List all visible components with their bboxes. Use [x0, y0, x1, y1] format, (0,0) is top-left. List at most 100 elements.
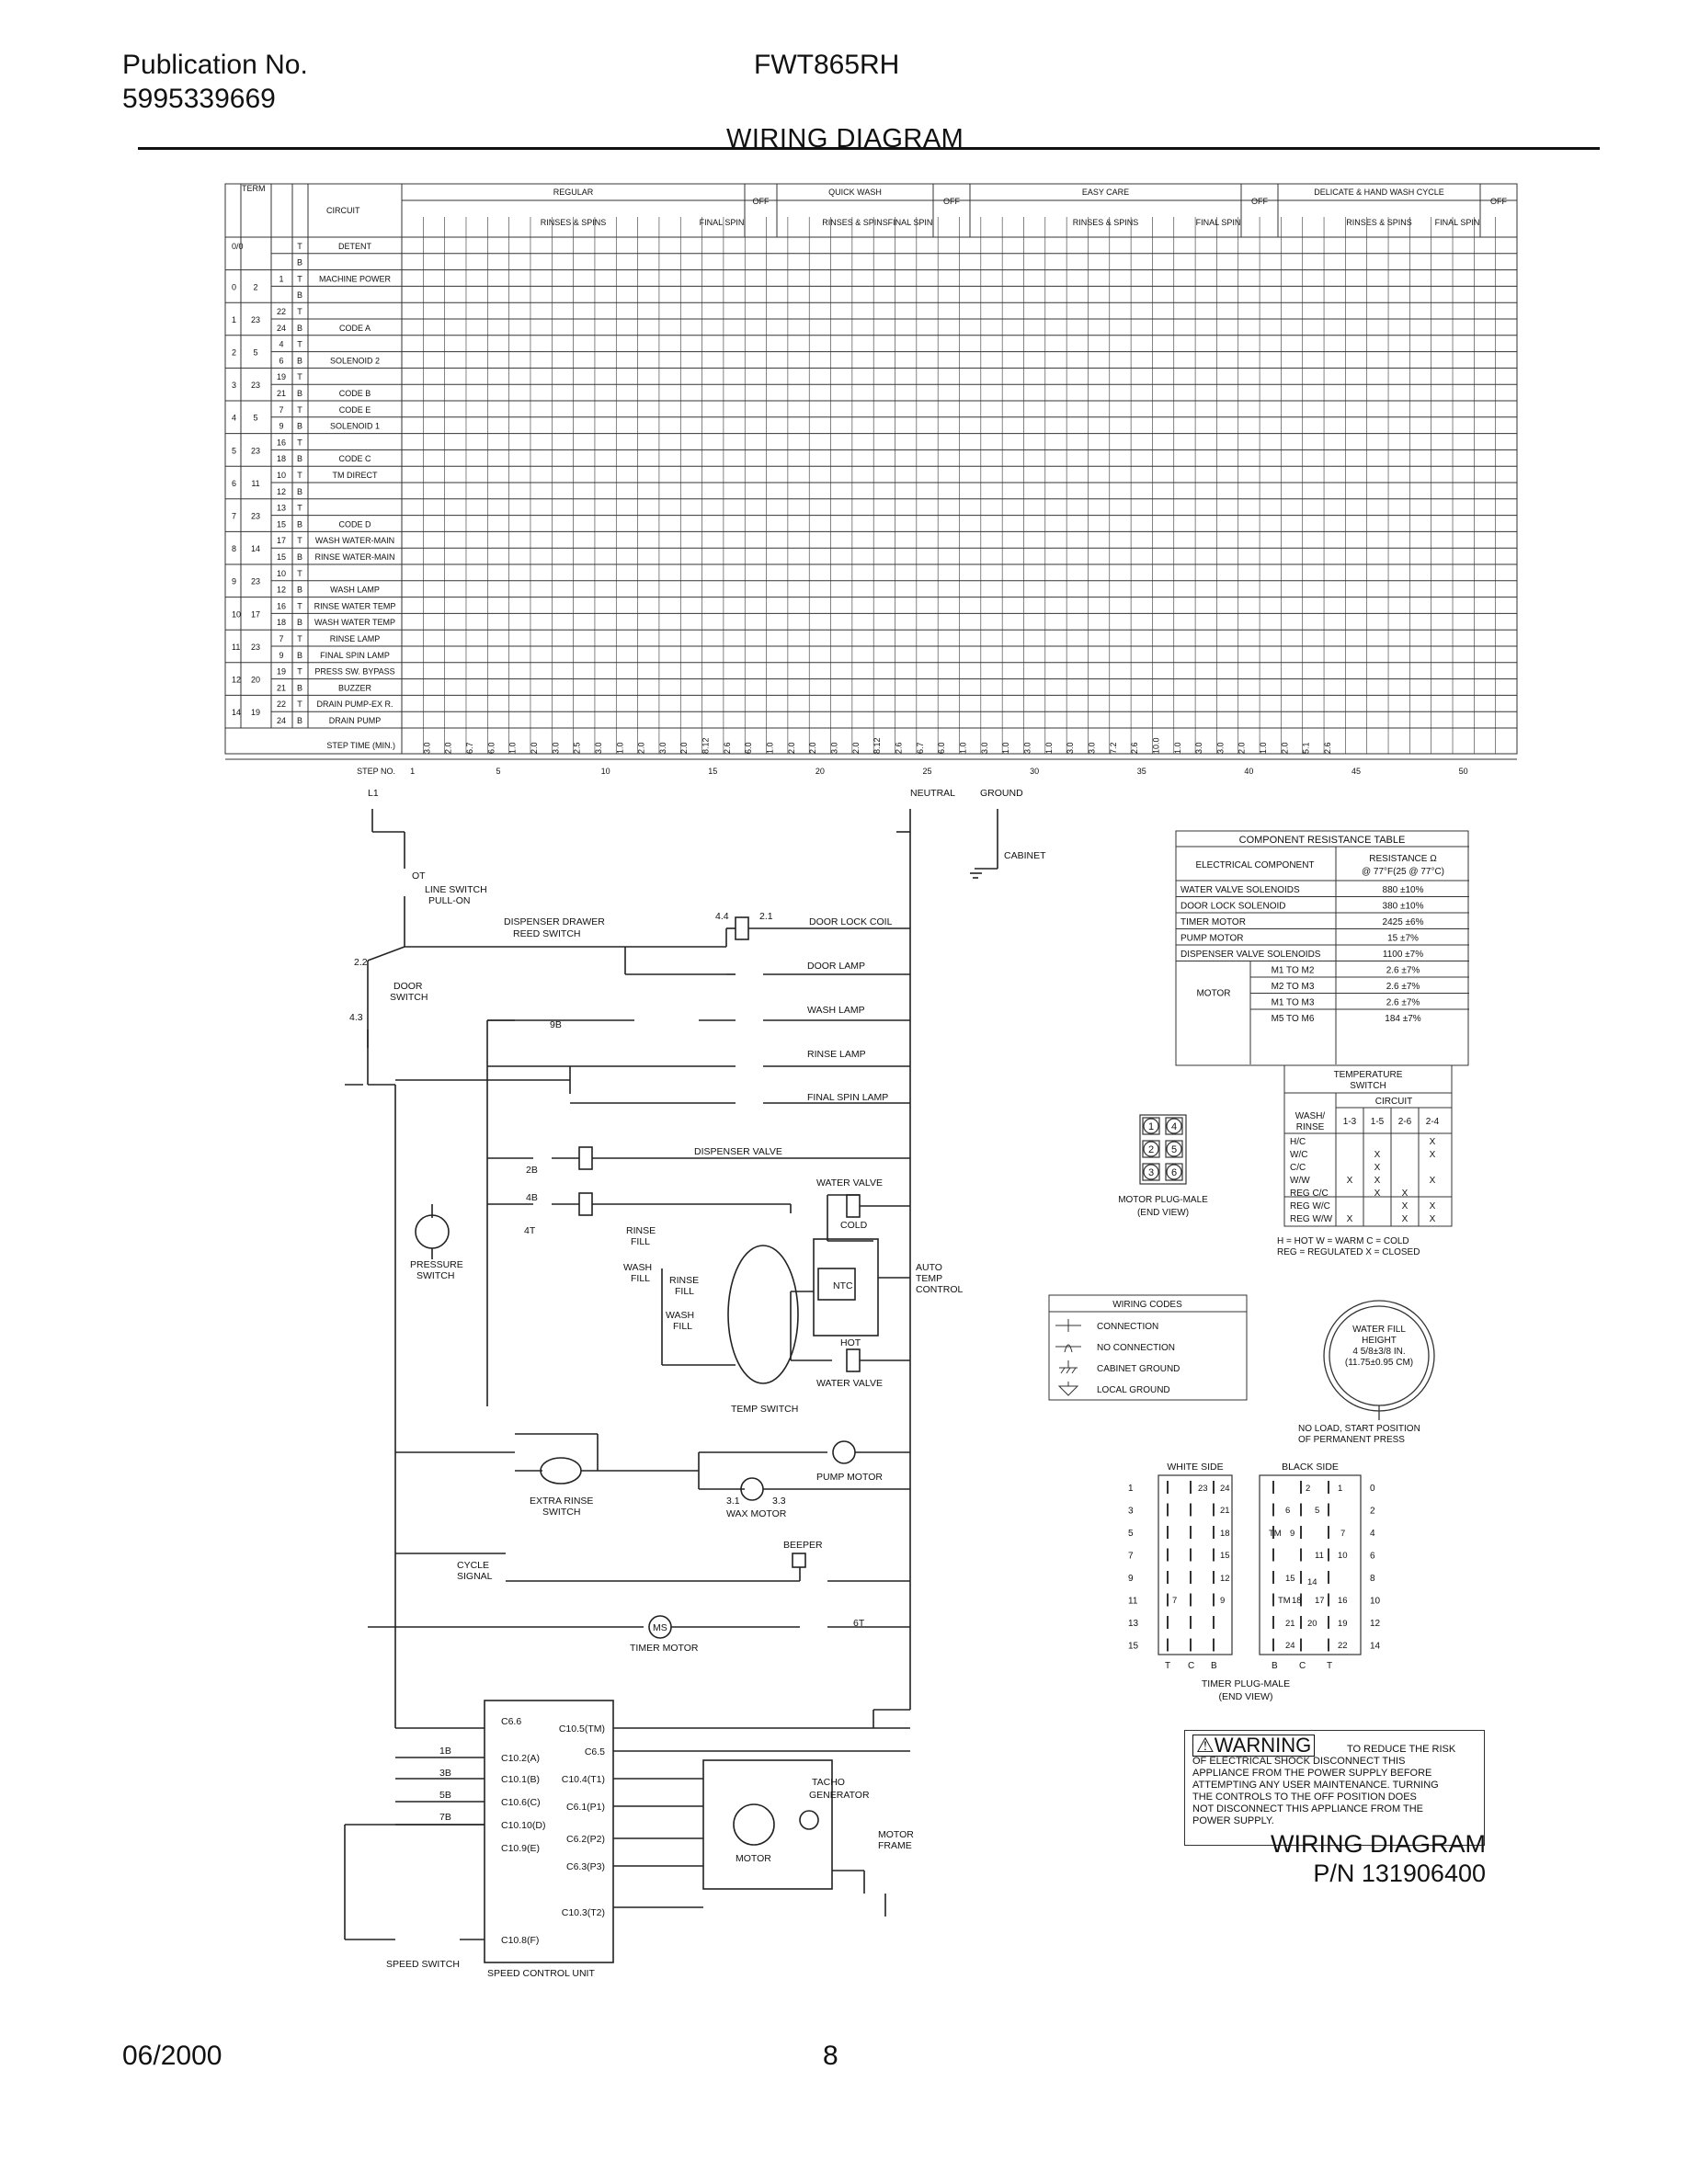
- warning-line: ATTEMPTING ANY USER MAINTENANCE. TURNING: [1192, 1780, 1439, 1791]
- cycle-sub-rinses: RINSES & SPINS: [541, 218, 607, 227]
- row-fixed: 15: [277, 519, 286, 529]
- row-contact: T: [297, 601, 302, 610]
- row-cam: 4: [232, 414, 236, 423]
- scu-right-terminal: C10.5(TM): [559, 1723, 605, 1735]
- cycle-sub-rinses: RINSES & SPINS: [1346, 218, 1412, 227]
- extra-rinse-label-1: EXTRA RINSE: [530, 1496, 593, 1507]
- model-number: FWT865RH: [754, 50, 900, 80]
- step-time: 3.0: [1066, 742, 1075, 754]
- row-contact: T: [297, 438, 302, 447]
- step-time: 2.6: [1130, 742, 1139, 754]
- temp-mark: X: [1430, 1201, 1436, 1211]
- white-pin: 23: [1198, 1484, 1208, 1494]
- node-2-2: 2.2: [354, 957, 368, 968]
- scu-right-terminal: C6.1(P1): [566, 1802, 605, 1813]
- cabinet-label: CABINET: [1004, 850, 1046, 861]
- step-time: 8.12: [701, 737, 711, 754]
- step-time: 1.0: [1001, 742, 1010, 754]
- scu-left-terminals: C6.6C10.2(A)C10.1(B)C10.6(C)C10.10(D)C10…: [501, 1716, 545, 1946]
- row-contact: T: [297, 242, 302, 251]
- temp-mark: X: [1374, 1163, 1381, 1173]
- row-circuit: BUZZER: [338, 683, 372, 692]
- speed-control-unit-label: SPEED CONTROL UNIT: [487, 1968, 595, 1979]
- auto-temp-label-3: CONTROL: [916, 1284, 963, 1295]
- row-contact: B: [297, 618, 302, 627]
- resistance-component: WATER VALVE SOLENOIDS: [1180, 885, 1300, 895]
- timer-plug-left-num: 13: [1128, 1619, 1139, 1629]
- step-time: 3.0: [422, 742, 431, 754]
- warning-line: NOT DISCONNECT THIS APPLIANCE FROM THE: [1192, 1803, 1424, 1814]
- node-3-1: 3.1: [726, 1496, 740, 1507]
- row-fixed: 21: [277, 683, 286, 692]
- row-contact: B: [297, 422, 302, 431]
- step-number: 45: [1352, 767, 1361, 776]
- black-pin: 21: [1285, 1619, 1295, 1629]
- step-time: 3.0: [658, 742, 667, 754]
- row-fixed: 18: [277, 618, 286, 627]
- step-time: 3.0: [1215, 742, 1225, 754]
- temp-row-label: REG W/C: [1290, 1201, 1330, 1211]
- door-switch-label: DOOR: [393, 981, 423, 992]
- motor-pair: M1 TO M3: [1272, 998, 1315, 1008]
- temp-circuit: CIRCUIT: [1375, 1097, 1413, 1107]
- step-time: 6.7: [916, 742, 925, 754]
- step-time: 2.0: [637, 742, 646, 754]
- speed-switch-label: SPEED SWITCH: [386, 1959, 460, 1970]
- cycle-name: QUICK WASH: [828, 188, 882, 197]
- hot-label: HOT: [840, 1337, 861, 1348]
- white-bottom: B: [1211, 1661, 1217, 1671]
- row-fixed: 10: [277, 471, 286, 480]
- row-fixed: 24: [277, 324, 286, 333]
- wiring-code-item: CONNECTION: [1097, 1322, 1158, 1332]
- warning-line: APPLIANCE FROM THE POWER SUPPLY BEFORE: [1192, 1768, 1432, 1779]
- cycle-signal-label-1: CYCLE: [457, 1560, 489, 1571]
- scu-right-terminal: C6.2(P2): [566, 1834, 605, 1845]
- door-lock-coil-label: DOOR LOCK COIL: [809, 916, 893, 927]
- cycle-sub-final: FINAL SPIN: [1435, 218, 1480, 227]
- row-fixed: 22: [277, 700, 286, 709]
- water-fill-l2: HEIGHT: [1362, 1336, 1397, 1346]
- row-circuit: DETENT: [338, 242, 372, 251]
- step-time: 2.6: [1323, 742, 1332, 754]
- rinse-lamp-label: RINSE LAMP: [807, 1049, 866, 1060]
- resistance-component: PUMP MOTOR: [1180, 934, 1244, 944]
- step-number: 50: [1459, 767, 1468, 776]
- temp-washrinse-2: RINSE: [1296, 1122, 1325, 1132]
- row-circuit: WASH WATER TEMP: [314, 618, 395, 627]
- cycle-name: DELICATE & HAND WASH CYCLE: [1314, 188, 1444, 197]
- step-number: 20: [815, 767, 825, 776]
- resistance-component: DISPENSER VALVE SOLENOIDS: [1180, 950, 1321, 960]
- off-label: OFF: [943, 197, 960, 206]
- row-fixed: 22: [277, 307, 286, 316]
- row-fixed: 24: [277, 716, 286, 725]
- scu-tap: 7B: [439, 1812, 451, 1823]
- temp-row-label: H/C: [1290, 1137, 1306, 1147]
- resistance-component: TIMER MOTOR: [1180, 917, 1246, 927]
- node-3-3: 3.3: [772, 1496, 786, 1507]
- pressure-switch-label-1: PRESSURE: [410, 1259, 463, 1270]
- cycle-sub-final: FINAL SPIN: [700, 218, 745, 227]
- black-pin: 2: [1306, 1484, 1310, 1494]
- pull-on-label: PULL-ON: [428, 895, 471, 906]
- cycle-sub-rinses: RINSES & SPINS: [822, 218, 888, 227]
- resistance-value: 15 ±7%: [1387, 934, 1419, 944]
- row-active: 17: [251, 609, 260, 619]
- step-number: 10: [601, 767, 610, 776]
- water-fill-l4: (11.75±0.95 CM): [1345, 1358, 1413, 1368]
- row-fixed: 12: [277, 586, 286, 595]
- row-fixed: 12: [277, 487, 286, 496]
- row-cam: 11: [232, 643, 240, 652]
- ground-label: GROUND: [980, 788, 1023, 799]
- row-contact: T: [297, 504, 302, 513]
- step-time: 1.0: [1173, 742, 1182, 754]
- timer-plug-left-num: 11: [1128, 1597, 1138, 1607]
- motor-value: 2.6 ±7%: [1386, 982, 1420, 992]
- tacho-label-1: TACHO: [812, 1777, 845, 1788]
- white-pin: 9: [1220, 1596, 1225, 1606]
- row-active: 5: [253, 348, 257, 358]
- dispenser-valve-label: DISPENSER VALVE: [694, 1146, 782, 1157]
- publication-label: Publication No.: [122, 50, 308, 80]
